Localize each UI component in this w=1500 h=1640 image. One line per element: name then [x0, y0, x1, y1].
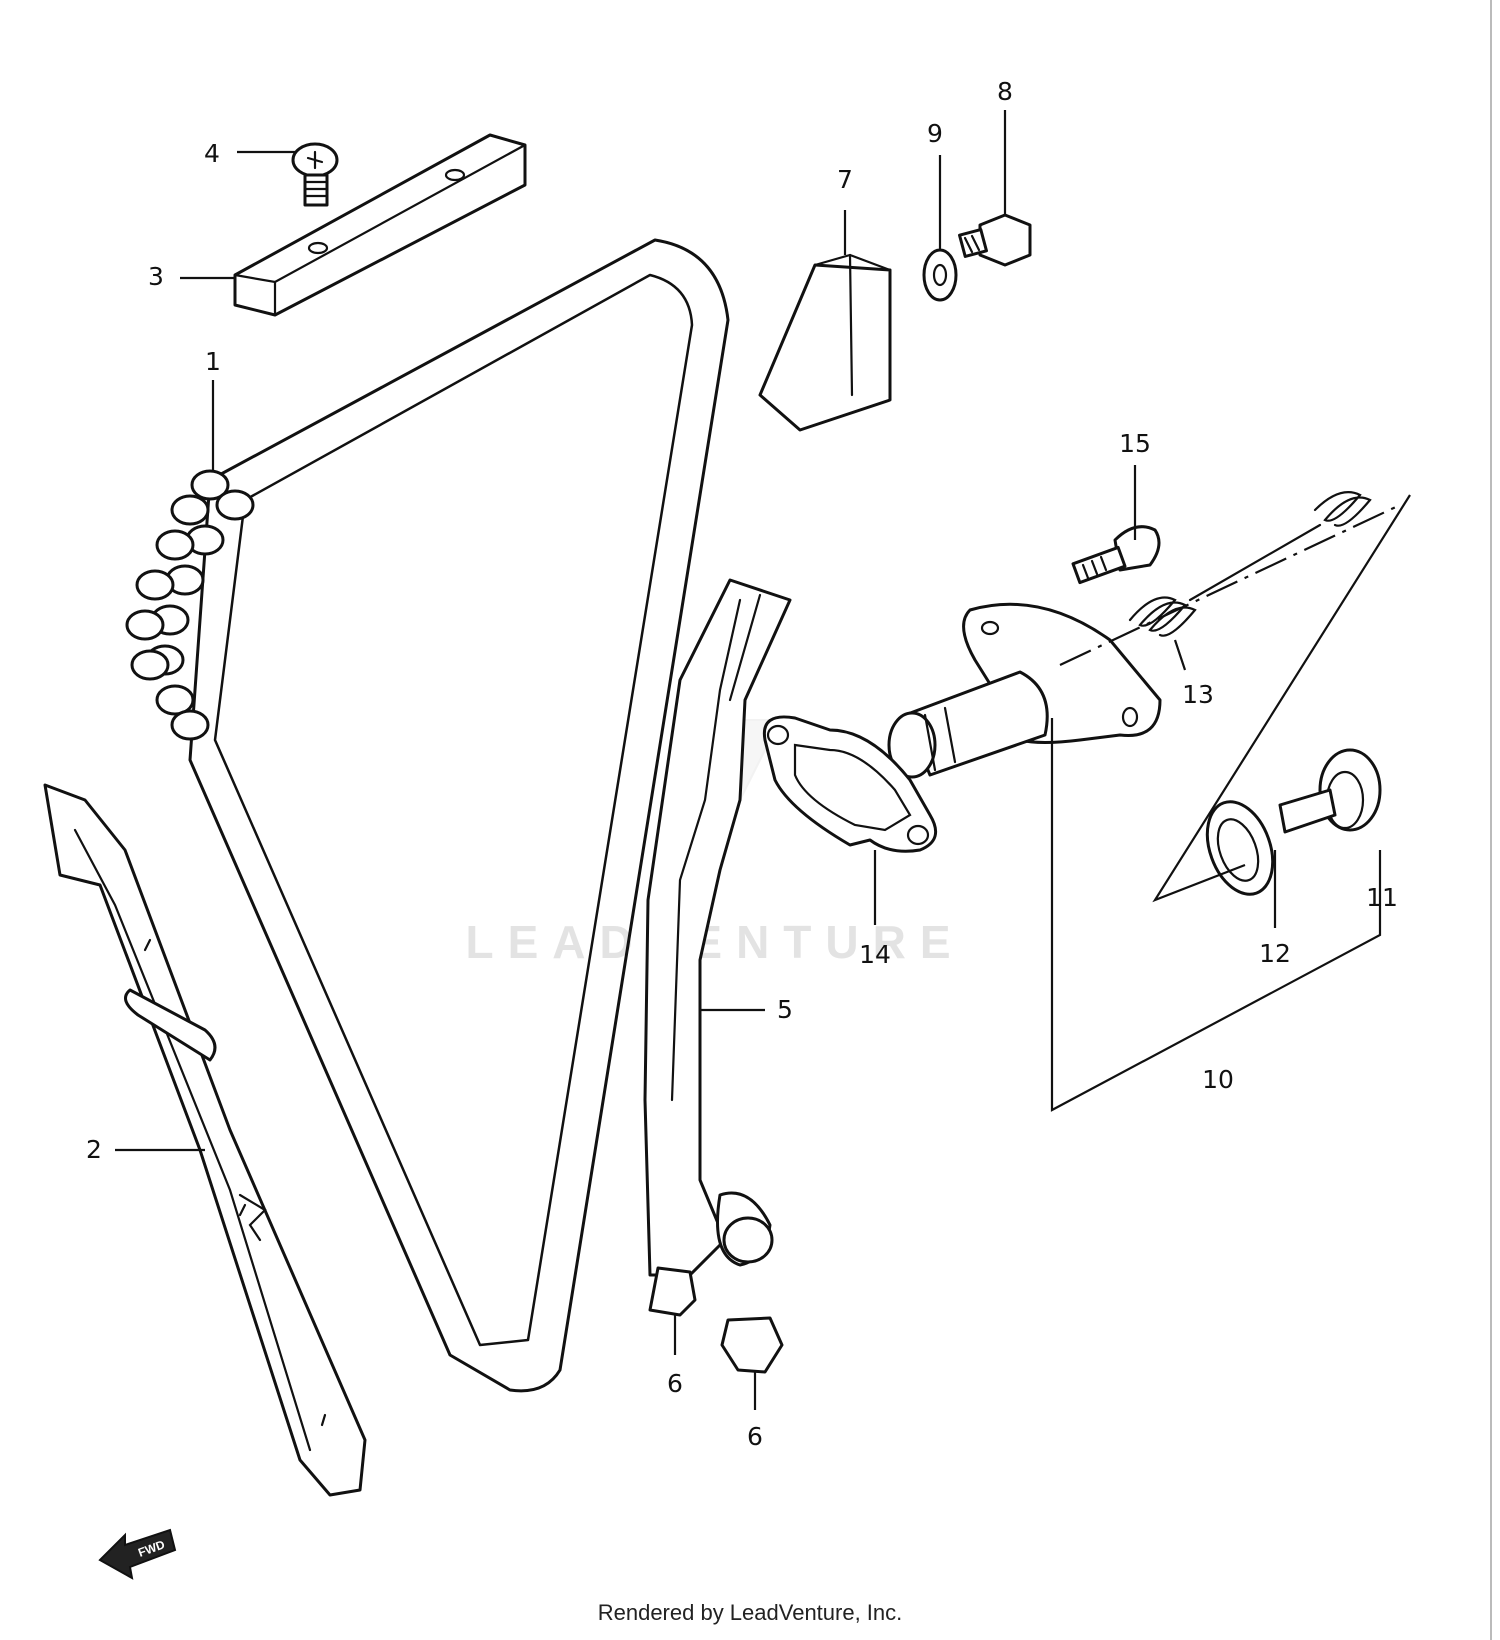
callout-5: 5: [777, 995, 793, 1024]
callout-4: 4: [204, 139, 220, 168]
callout-7: 7: [837, 165, 853, 194]
page-edge-line: [1490, 0, 1492, 1640]
cam-chain: [125, 238, 730, 1393]
cushion-a: [648, 1266, 697, 1317]
callout-12: 12: [1259, 939, 1291, 968]
bolt: [958, 213, 1032, 267]
callout-11: 11: [1366, 883, 1398, 912]
callout-2: 2: [86, 1135, 102, 1164]
callout-6a: 6: [667, 1369, 683, 1398]
callout-9: 9: [927, 119, 943, 148]
gasket-washer: [1205, 800, 1275, 896]
leader-lines: [115, 110, 1411, 1410]
screw: [291, 142, 339, 207]
cushion-b: [720, 1316, 784, 1374]
callout-10: 10: [1202, 1065, 1234, 1094]
callout-6b: 6: [747, 1422, 763, 1451]
callout-1: 1: [205, 347, 221, 376]
cap-bolt: [1071, 525, 1161, 585]
callout-8: 8: [997, 77, 1013, 106]
chain-links: [125, 469, 255, 741]
callout-13: 13: [1182, 680, 1214, 709]
tensioner-assembly: [887, 504, 1401, 779]
chain-guide-top: [233, 133, 527, 317]
callout-14: 14: [859, 940, 891, 969]
tensioner-gasket: [762, 715, 938, 853]
chain-guide-left: [43, 783, 367, 1497]
tensioner-guide: [643, 578, 792, 1277]
washer: [922, 248, 958, 302]
forward-arrow-icon: FWD: [98, 1528, 177, 1580]
plug-bolt: [1278, 748, 1382, 834]
spring: [1128, 491, 1372, 637]
callout-15: 15: [1119, 429, 1151, 458]
callout-3: 3: [148, 262, 164, 291]
footer-credit: Rendered by LeadVenture, Inc.: [597, 1600, 903, 1625]
block: [758, 253, 892, 432]
callout-labels: 4 3 1 2 5 6 6 7 8 9 10 11 12 13 14 15: [86, 77, 1398, 1451]
